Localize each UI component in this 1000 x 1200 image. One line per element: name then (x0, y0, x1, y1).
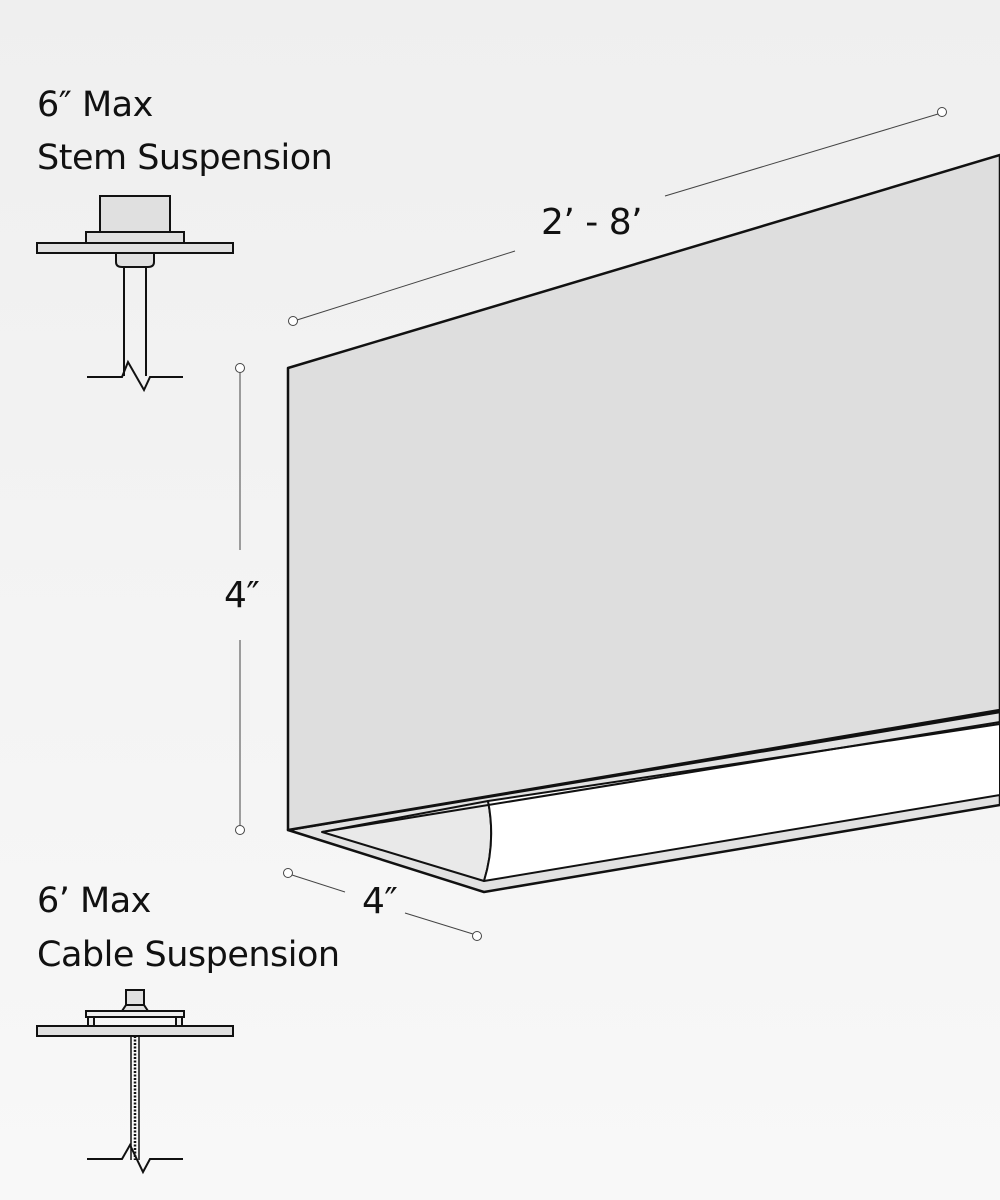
length-dimension-label: 2’ - 8’ (541, 202, 643, 243)
stem-suspension-title: Stem Suspension (37, 138, 333, 178)
stem-max-label: 6″ Max (37, 85, 153, 125)
dimension-lines (235, 107, 947, 941)
linear-fixture (286, 153, 1000, 894)
fixture-front-face (286, 153, 1000, 832)
depth-dimension-label: 4″ (362, 881, 398, 922)
cable-suspension-icon (36, 989, 234, 1175)
cable-suspension-title: Cable Suspension (37, 935, 340, 975)
height-dimension-label: 4″ (224, 575, 260, 616)
stem-suspension-icon (36, 195, 234, 393)
fixture-diffuser (483, 723, 1000, 882)
cable-max-label: 6’ Max (37, 881, 151, 921)
